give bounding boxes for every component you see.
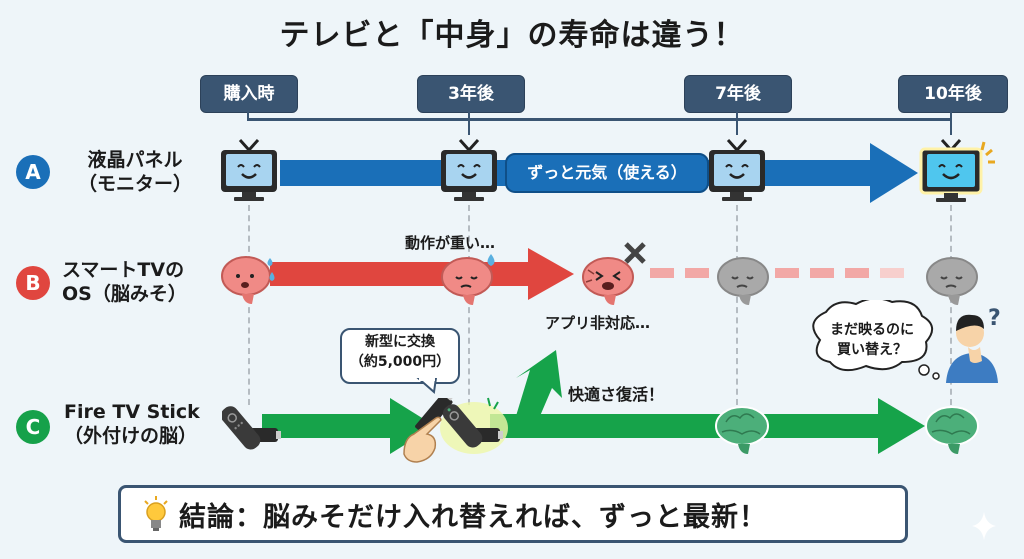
brain-icon-worried xyxy=(221,256,275,304)
guide-line xyxy=(248,205,250,405)
timeline-point-purchase: 購入時 xyxy=(200,75,298,113)
brain-icon-green xyxy=(715,406,769,454)
timeline-tick xyxy=(950,111,952,135)
row-label-line2: OS（脳みそ） xyxy=(62,283,187,305)
lightbulb-icon xyxy=(144,496,168,531)
note-restored: 快適さ復活！ xyxy=(568,385,665,404)
guide-line xyxy=(468,205,470,405)
guide-line xyxy=(736,205,738,405)
callout-line1: 新型に交換 xyxy=(365,334,435,350)
note-slow: 動作が重い… xyxy=(405,234,496,252)
sparkle-icon xyxy=(972,512,996,540)
timeline-tick xyxy=(468,111,470,135)
status-pill-healthy: ずっと元気（使える） xyxy=(505,153,709,193)
timeline-label: 7年後 xyxy=(715,84,761,104)
row-label-line1: スマートTVの xyxy=(62,259,185,281)
page-title: テレビと「中身」の寿命は違う！ xyxy=(279,18,745,53)
row-badge-b: B xyxy=(16,266,50,300)
conclusion-text: 結論：脳みそだけ入れ替えれば、ずっと最新！ xyxy=(179,501,767,533)
brain-icon-green xyxy=(925,406,979,454)
timeline-tick xyxy=(247,111,249,121)
row-label-a: 液晶パネル （モニター） xyxy=(70,148,200,196)
svg-text:?: ? xyxy=(988,306,1001,331)
timeline-axis xyxy=(248,118,952,121)
guide-line xyxy=(950,205,952,405)
green-arrow-head-1 xyxy=(390,398,435,454)
brain-icon-gray xyxy=(717,257,769,305)
red-arrow-head xyxy=(528,248,574,300)
red-arrow-shaft xyxy=(270,262,540,286)
note-unsupported: アプリ非対応… xyxy=(545,314,651,332)
red-dashed-line xyxy=(650,268,904,278)
brain-icon-broken xyxy=(582,242,646,305)
green-arrow-branch-up xyxy=(516,350,562,416)
green-arrow-shaft-2 xyxy=(490,414,890,438)
thought-bubble xyxy=(812,300,940,380)
thought-text: まだ映るのに 買い替え？ xyxy=(812,320,932,360)
green-arrow-head-2 xyxy=(878,398,925,454)
row-label-line1: Fire TV Stick xyxy=(64,401,200,423)
row-badge-a: A xyxy=(16,155,50,189)
callout-replace: 新型に交換 （約5,000円） xyxy=(340,328,460,384)
row-label-line2: （外付けの脳） xyxy=(64,425,198,447)
row-label-c: Fire TV Stick （外付けの脳） xyxy=(64,400,200,448)
brain-icon-tired xyxy=(441,254,495,305)
fire-tv-stick-new-icon xyxy=(440,397,508,454)
callout-line2: （約5,000円） xyxy=(349,354,451,370)
tv-icon xyxy=(441,138,497,201)
timeline-label: 10年後 xyxy=(924,84,982,104)
hand-swap-icon xyxy=(403,398,455,463)
green-arrow-shaft-1 xyxy=(262,414,412,438)
row-label-b: スマートTVの OS（脳みそ） xyxy=(62,258,187,306)
row-label-line1: 液晶パネル xyxy=(87,149,183,171)
row-badge-c: C xyxy=(16,410,50,444)
blue-arrow-head xyxy=(870,143,918,203)
tv-icon-shining xyxy=(919,138,995,202)
tv-icon xyxy=(709,138,765,201)
timeline-point-3y: 3年後 xyxy=(417,75,525,113)
row-label-line2: （モニター） xyxy=(77,173,192,195)
pill-text: ずっと元気（使える） xyxy=(527,163,687,182)
timeline-point-7y: 7年後 xyxy=(684,75,792,113)
timeline-tick xyxy=(736,111,738,135)
badge-letter: B xyxy=(25,271,41,295)
thought-line2: 買い替え？ xyxy=(837,342,907,358)
fire-tv-stick-icon xyxy=(222,406,281,450)
badge-letter: C xyxy=(25,415,41,439)
conclusion-box: 結論：脳みそだけ入れ替えれば、ずっと最新！ xyxy=(118,485,908,543)
timeline-label: 購入時 xyxy=(223,84,275,104)
timeline-point-10y: 10年後 xyxy=(898,75,1008,113)
cross-icon xyxy=(624,242,646,264)
callout-tail xyxy=(416,378,438,394)
tv-icon xyxy=(221,138,277,201)
badge-letter: A xyxy=(25,160,41,184)
confused-person-icon: ? xyxy=(946,306,1001,383)
timeline-label: 3年後 xyxy=(448,84,494,104)
brain-icon-gray xyxy=(926,257,978,305)
thought-line1: まだ映るのに xyxy=(830,322,914,338)
